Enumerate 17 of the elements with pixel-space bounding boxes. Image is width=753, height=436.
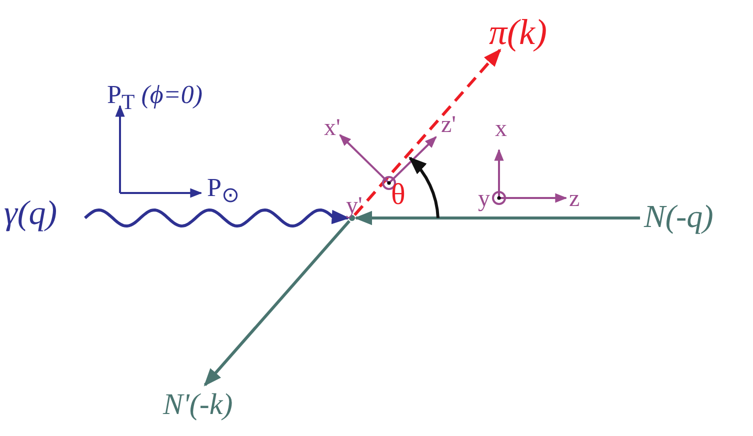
axis-label: y: [478, 187, 490, 211]
dashed-arrow: [354, 48, 502, 216]
polarization-label: P$_{T}$ (ϕ=0): [107, 82, 203, 114]
axis-label: x: [495, 117, 507, 141]
particle-label: γ(q): [4, 197, 58, 231]
axis-label: z': [441, 113, 456, 137]
arrow: [354, 210, 640, 226]
particle-label: N'(-k): [163, 390, 233, 420]
arrow: [204, 220, 350, 386]
axis-label: x': [324, 116, 340, 140]
wavy-arrow: [84, 208, 350, 228]
angle-label: θ: [391, 180, 406, 210]
axis-label: y': [346, 194, 362, 218]
axis-label: z: [569, 187, 580, 211]
polarization-label: P$_{⊙}$: [207, 175, 240, 207]
particle-label: π(k): [489, 14, 547, 50]
particle-label: N(-q): [644, 200, 714, 232]
